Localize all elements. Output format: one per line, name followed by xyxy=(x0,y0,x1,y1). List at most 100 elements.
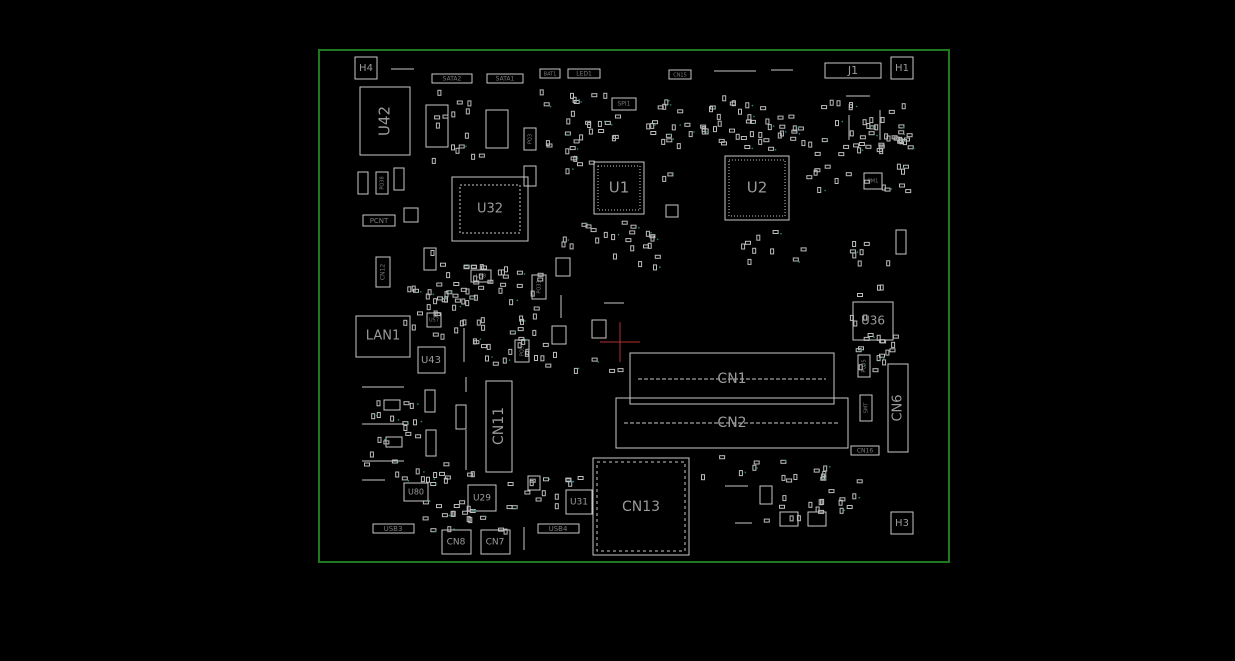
u80-chip xyxy=(403,482,429,502)
passive-footprint xyxy=(573,100,580,104)
via-dot xyxy=(508,359,511,361)
via-dot xyxy=(668,100,670,102)
j1-connector xyxy=(824,62,882,79)
passive-footprint xyxy=(455,147,460,154)
passive-footprint xyxy=(848,104,853,111)
passive-footprint xyxy=(479,264,484,271)
passive-footprint xyxy=(570,110,575,117)
passive-footprint xyxy=(433,472,438,478)
passive-footprint xyxy=(464,132,469,139)
passive-footprint xyxy=(629,230,636,235)
passive-footprint xyxy=(447,526,452,533)
passive-footprint xyxy=(426,304,431,311)
passive-footprint xyxy=(885,349,890,356)
label-cn7: CN7 xyxy=(486,538,505,548)
passive-footprint xyxy=(880,117,885,123)
passive-footprint xyxy=(597,120,602,127)
via-dot xyxy=(578,99,580,101)
passive-footprint xyxy=(652,120,658,125)
passive-footprint xyxy=(824,164,831,169)
passive-footprint xyxy=(797,126,804,131)
passive-footprint xyxy=(688,131,693,138)
passive-footprint xyxy=(863,336,870,341)
passive-footprint xyxy=(562,236,567,243)
via-dot xyxy=(861,149,864,151)
passive-footprint xyxy=(364,462,370,467)
passive-footprint xyxy=(823,465,828,472)
passive-footprint xyxy=(590,228,597,233)
passive-footprint xyxy=(395,471,400,478)
via-dot xyxy=(751,104,754,107)
passive-footprint xyxy=(788,114,795,119)
via-dot xyxy=(650,231,652,234)
via-dot xyxy=(417,403,419,405)
passive-footprint xyxy=(524,490,531,495)
passive-footprint xyxy=(390,415,395,422)
passive-footprint xyxy=(863,241,870,246)
passive-footprint xyxy=(415,468,420,475)
via-dot xyxy=(672,138,675,140)
passive-footprint xyxy=(452,304,457,311)
passive-footprint xyxy=(546,143,553,148)
passive-footprint xyxy=(638,261,643,268)
via-dot xyxy=(669,104,672,106)
passive-footprint xyxy=(516,283,523,288)
passive-footprint xyxy=(611,135,616,142)
via-dot xyxy=(856,251,859,253)
passive-footprint xyxy=(650,235,655,242)
passive-footprint xyxy=(763,518,770,523)
via-dot xyxy=(784,131,787,133)
passive-footprint xyxy=(434,115,441,120)
via-dot xyxy=(485,516,487,518)
via-dot xyxy=(798,261,800,263)
passive-components xyxy=(364,89,914,535)
via-dot xyxy=(567,239,570,241)
via-dot xyxy=(780,233,782,235)
passive-footprint xyxy=(701,128,706,135)
passive-footprint xyxy=(867,333,874,337)
passive-footprint xyxy=(441,298,448,303)
via-dot xyxy=(576,148,579,150)
passive-footprint xyxy=(792,125,797,132)
passive-footprint xyxy=(454,327,459,334)
passive-footprint xyxy=(463,265,470,270)
lan1-connector xyxy=(355,315,411,358)
passive-footprint xyxy=(808,501,813,508)
passive-footprint xyxy=(722,95,727,102)
passive-footprint xyxy=(570,156,577,161)
label-pq33: PQ33 xyxy=(537,280,543,293)
passive-footprint xyxy=(834,178,839,184)
passive-footprint xyxy=(511,505,518,510)
passive-footprint xyxy=(401,476,408,481)
passive-footprint xyxy=(577,476,584,480)
passive-footprint xyxy=(541,490,546,497)
passive-footprint xyxy=(519,315,524,322)
passive-footprint xyxy=(625,238,632,243)
passive-footprint xyxy=(451,111,456,118)
passive-footprint xyxy=(466,516,471,523)
passive-footprint xyxy=(891,341,896,348)
passive-footprint xyxy=(818,509,825,514)
via-dot xyxy=(423,471,425,473)
u2-chip xyxy=(724,155,790,221)
passive-footprint xyxy=(729,101,736,106)
label-h3: H3 xyxy=(895,518,909,529)
passive-footprint xyxy=(454,298,461,303)
label-cn16: CN16 xyxy=(857,448,873,455)
via-dot xyxy=(577,367,580,370)
passive-footprint xyxy=(403,425,408,431)
passive-footprint xyxy=(450,510,455,517)
via-dot xyxy=(397,419,400,421)
passive-footprint xyxy=(806,175,813,180)
passive-footprint xyxy=(591,357,598,362)
via-dot xyxy=(548,478,551,481)
passive-footprint xyxy=(613,253,617,260)
passive-footprint xyxy=(479,273,484,280)
via-dot xyxy=(714,107,716,109)
cn2-memory-slot xyxy=(615,397,849,449)
passive-footprint xyxy=(579,134,584,141)
via-dot xyxy=(855,105,858,108)
passive-footprint xyxy=(857,147,862,154)
passive-footprint xyxy=(441,513,448,518)
passive-footprint xyxy=(521,338,526,345)
